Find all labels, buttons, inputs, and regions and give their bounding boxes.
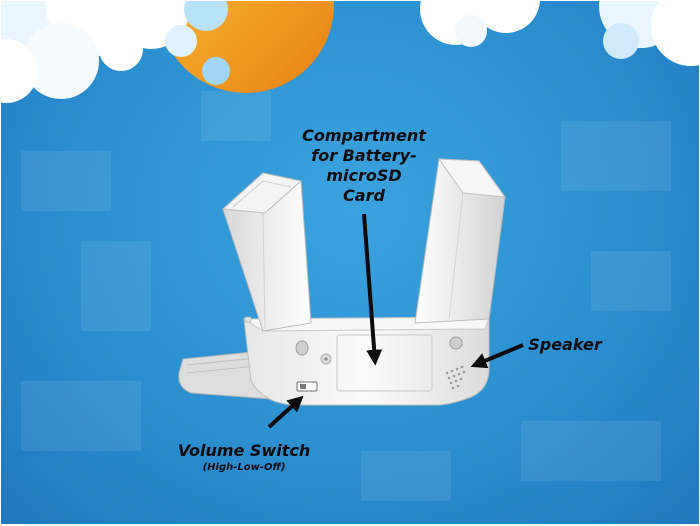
speaker-arrow [470, 343, 524, 369]
callout-arrows [267, 213, 524, 429]
cloud-icon [420, 1, 699, 66]
cloud-icon [1, 1, 230, 103]
compartment-label-line: microSD [326, 166, 402, 185]
speaker-grille [445, 365, 466, 390]
background-tiles [21, 91, 671, 501]
volume-switch-label: Volume Switch [177, 441, 311, 460]
compartment-arrow [362, 213, 383, 366]
speaker-label: Speaker [528, 335, 602, 354]
compartment-label-line: Card [343, 186, 385, 205]
volume-arrow [267, 395, 304, 429]
compartment-label-line: for Battery- [311, 146, 417, 165]
volume-switch-modes-label: (High-Low-Off) [202, 462, 286, 473]
compartment-label: Compartment for Battery- microSD Card [291, 126, 437, 206]
compartment-label-line: Compartment [302, 126, 426, 145]
